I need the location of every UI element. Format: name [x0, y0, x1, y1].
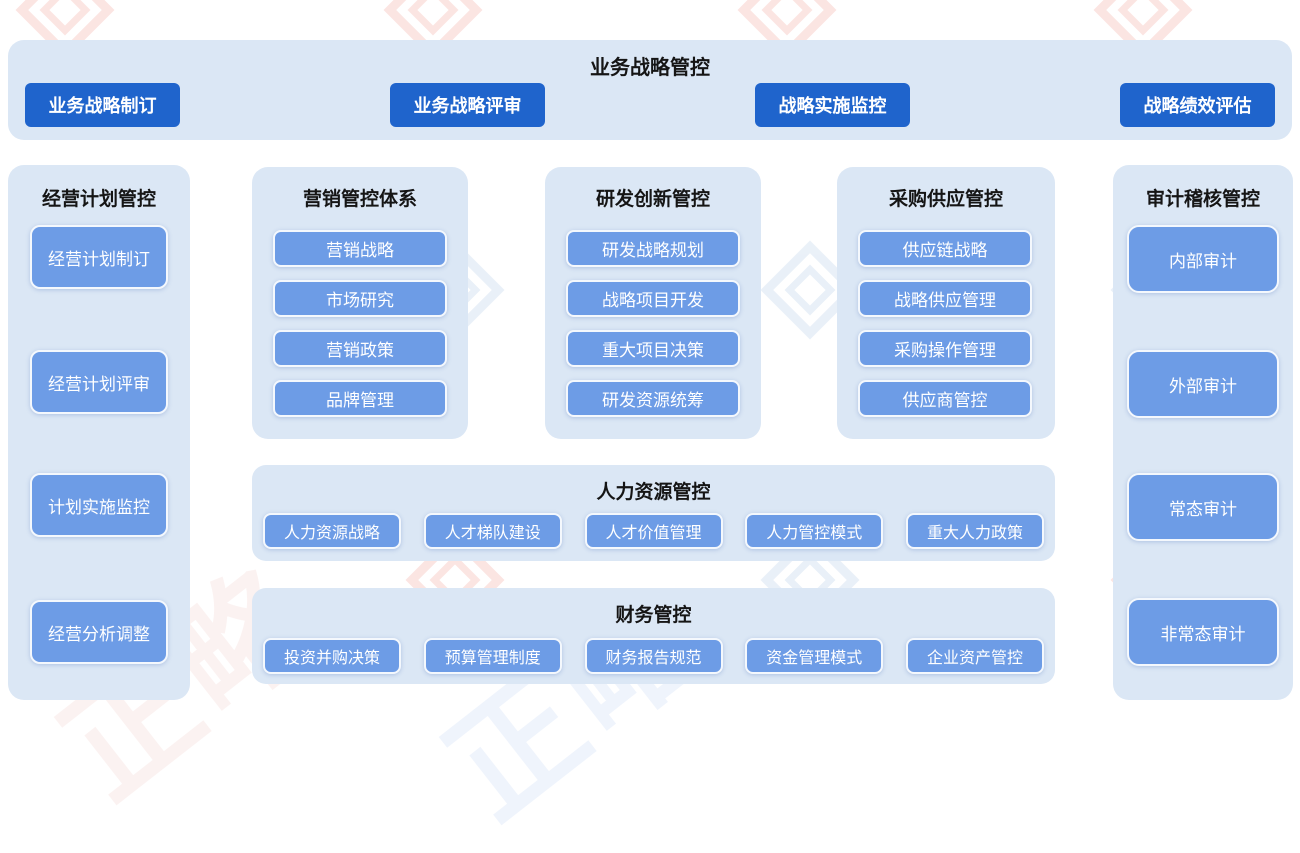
hr-buttons: 人力资源战略 人才梯队建设 人才价值管理 人力管控模式 重大人力政策: [252, 513, 1055, 549]
hr-strategy-box: 人力资源战略: [263, 513, 401, 549]
regular-audit-box: 常态审计: [1127, 473, 1279, 541]
financial-report-box: 财务报告规范: [584, 638, 723, 674]
talent-pipeline-box: 人才梯队建设: [423, 513, 562, 549]
plan-monitoring-box: 计划实施监控: [30, 473, 168, 537]
market-research-box: 市场研究: [273, 280, 447, 317]
strategy-review-box: 业务战略评审: [390, 83, 545, 127]
irregular-audit-box: 非常态审计: [1127, 598, 1279, 666]
rd-resource-box: 研发资源统筹: [566, 380, 740, 417]
brand-management-box: 品牌管理: [273, 380, 447, 417]
asset-control-box: 企业资产管控: [906, 638, 1044, 674]
finance-title: 财务管控: [615, 605, 692, 626]
watermark-text: 正略: [421, 560, 729, 846]
business-strategy-band: 业务战略管控 业务战略制订 业务战略评审 战略实施监控 战略绩效评估: [8, 40, 1292, 140]
major-hr-policy-box: 重大人力政策: [906, 513, 1044, 549]
audit-panel: 审计稽核管控 内部审计 外部审计 常态审计 非常态审计: [1113, 165, 1293, 700]
strategy-performance-box: 战略绩效评估: [1120, 83, 1275, 127]
hr-control-model-box: 人力管控模式: [745, 513, 884, 549]
supply-chain-strategy-box: 供应链战略: [858, 230, 1032, 267]
rd-innovation-panel: 研发创新管控 研发战略规划 战略项目开发 重大项目决策 研发资源统筹: [545, 167, 761, 439]
strategic-supply-box: 战略供应管理: [858, 280, 1032, 317]
marketing-policy-box: 营销政策: [273, 330, 447, 367]
hr-band: 人力资源管控 人力资源战略 人才梯队建设 人才价值管理 人力管控模式 重大人力政…: [252, 465, 1055, 561]
business-strategy-title: 业务战略管控: [590, 57, 710, 79]
marketing-strategy-box: 营销战略: [273, 230, 447, 267]
business-strategy-buttons: 业务战略制订 业务战略评审 战略实施监控 战略绩效评估: [8, 83, 1292, 127]
strategic-project-box: 战略项目开发: [566, 280, 740, 317]
marketing-panel: 营销管控体系 营销战略 市场研究 营销政策 品牌管理: [252, 167, 468, 439]
plan-formulation-box: 经营计划制订: [30, 225, 168, 289]
audit-title: 审计稽核管控: [1145, 189, 1260, 210]
finance-band: 财务管控 投资并购决策 预算管理制度 财务报告规范 资金管理模式 企业资产管控: [252, 588, 1055, 684]
rd-innovation-title: 研发创新管控: [595, 189, 710, 210]
plan-adjustment-box: 经营分析调整: [30, 600, 168, 664]
operating-plan-title: 经营计划管控: [41, 189, 156, 210]
hr-title: 人力资源管控: [596, 482, 711, 503]
purchasing-operations-box: 采购操作管理: [858, 330, 1032, 367]
supplier-control-box: 供应商管控: [858, 380, 1032, 417]
operating-plan-panel: 经营计划管控 经营计划制订 经营计划评审 计划实施监控 经营分析调整: [8, 165, 190, 700]
strategy-monitoring-box: 战略实施监控: [755, 83, 910, 127]
finance-buttons: 投资并购决策 预算管理制度 财务报告规范 资金管理模式 企业资产管控: [252, 638, 1055, 674]
external-audit-box: 外部审计: [1127, 350, 1279, 418]
investment-ma-box: 投资并购决策: [263, 638, 401, 674]
strategy-formulation-box: 业务战略制订: [25, 83, 180, 127]
internal-audit-box: 内部审计: [1127, 225, 1279, 293]
procurement-title: 采购供应管控: [888, 189, 1003, 210]
plan-review-box: 经营计划评审: [30, 350, 168, 414]
capital-management-box: 资金管理模式: [745, 638, 884, 674]
major-decision-box: 重大项目决策: [566, 330, 740, 367]
talent-value-box: 人才价值管理: [584, 513, 723, 549]
marketing-title: 营销管控体系: [302, 189, 417, 210]
rd-strategy-box: 研发战略规划: [566, 230, 740, 267]
procurement-panel: 采购供应管控 供应链战略 战略供应管理 采购操作管理 供应商管控: [837, 167, 1055, 439]
budget-system-box: 预算管理制度: [423, 638, 562, 674]
